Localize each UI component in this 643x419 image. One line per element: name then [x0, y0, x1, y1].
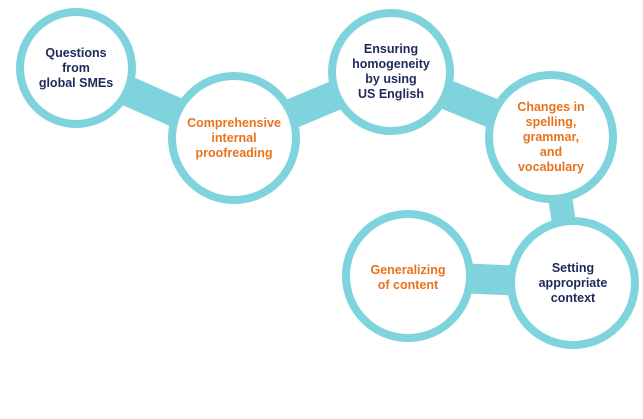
node-circle-inner-questions — [24, 16, 128, 120]
node-circles — [16, 8, 639, 349]
node-label-questions: Questions from global SMEs — [38, 45, 114, 90]
node-circle-inner-changes — [493, 79, 609, 195]
node-circle-inner-context — [515, 225, 631, 341]
node-label-proofreading: Comprehensive internal proofreading — [187, 115, 281, 160]
node-label-homogeneity: Ensuring homogeneity by using US English — [352, 42, 430, 101]
node-circle-inner-generalizing — [350, 218, 466, 334]
node-label-context: Setting appropriate context — [538, 260, 608, 305]
node-label-changes: Changes in spelling, grammar, and vocabu… — [517, 99, 585, 174]
node-circle-inner-proofreading — [176, 80, 292, 196]
node-label-generalizing: Generalizing of content — [370, 263, 446, 292]
node-circle-inner-homogeneity — [336, 17, 446, 127]
